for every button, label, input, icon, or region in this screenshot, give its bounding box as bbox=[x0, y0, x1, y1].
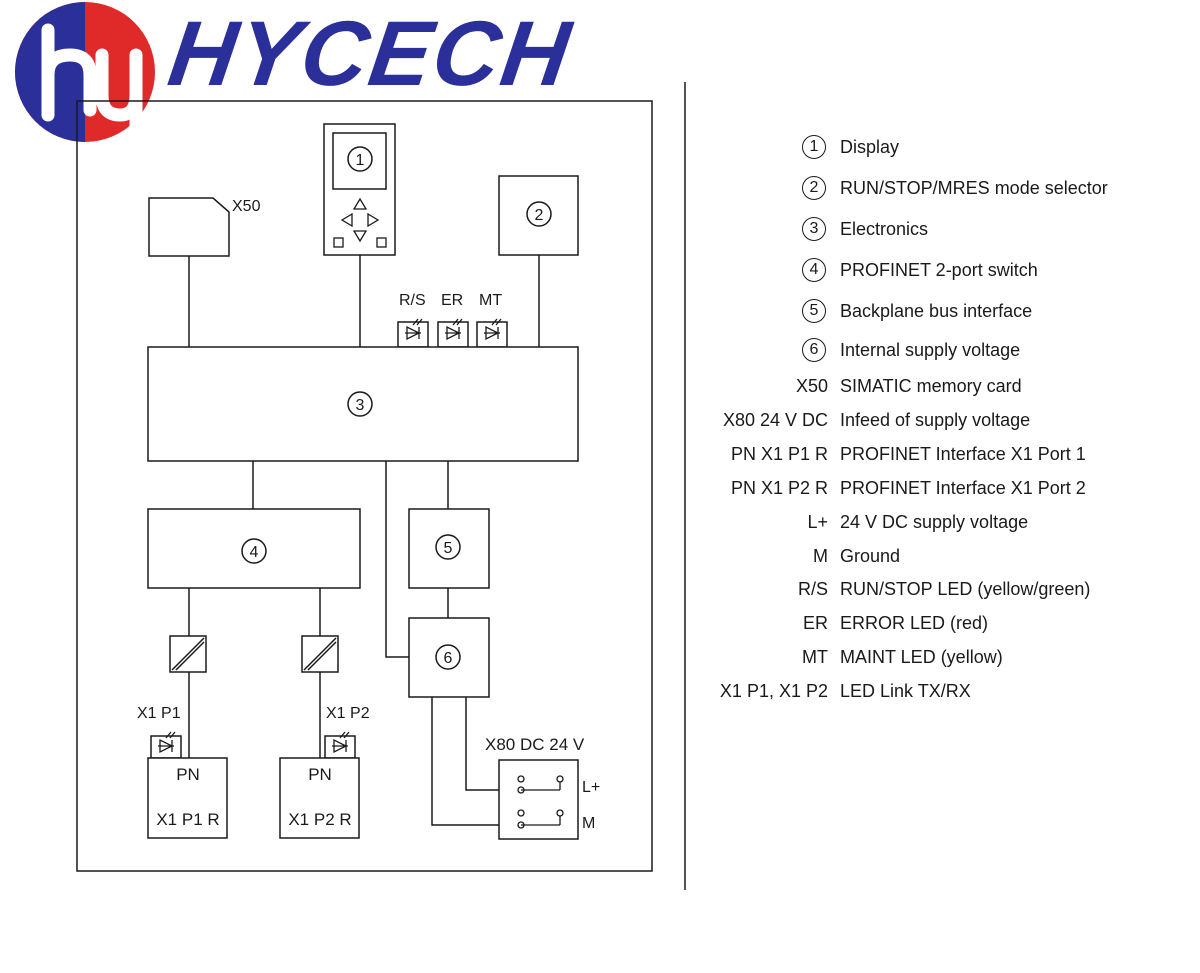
legend-row: 6 Internal supply voltage bbox=[700, 335, 1180, 365]
legend-row: PN X1 P1 R PROFINET Interface X1 Port 1 bbox=[700, 439, 1180, 469]
logo-mark bbox=[15, 2, 155, 149]
legend-row: 5 Backplane bus interface bbox=[700, 296, 1180, 326]
led-er-label: ER bbox=[441, 292, 463, 309]
legend-row: 1 Display bbox=[700, 132, 1180, 162]
legend-description: RUN/STOP/MRES mode selector bbox=[840, 178, 1108, 198]
sd-card-label: X50 bbox=[232, 198, 261, 215]
port2-name-label: X1 P2 R bbox=[288, 810, 351, 829]
num-label-1: 1 bbox=[356, 152, 365, 169]
legend-description: PROFINET Interface X1 Port 2 bbox=[840, 478, 1086, 498]
legend-number: 5 bbox=[802, 299, 826, 323]
led-mt-label: MT bbox=[479, 292, 502, 309]
led-x1p2 bbox=[324, 735, 356, 759]
legend-key: L+ bbox=[807, 512, 828, 532]
port2-pn-label: PN bbox=[308, 765, 332, 784]
brand-logo: HYCECH bbox=[0, 0, 600, 149]
num-label-6: 6 bbox=[444, 650, 453, 667]
legend-row: MT MAINT LED (yellow) bbox=[700, 642, 1180, 672]
num-circle-6 bbox=[435, 644, 461, 670]
display-screen bbox=[332, 132, 387, 190]
module-frame bbox=[76, 100, 653, 872]
led-mt bbox=[476, 321, 508, 348]
port1-block bbox=[147, 757, 228, 839]
legend-number: 3 bbox=[802, 217, 826, 241]
legend-row: X1 P1, X1 P2 LED Link TX/RX bbox=[700, 676, 1180, 706]
legend-description: Backplane bus interface bbox=[840, 301, 1033, 321]
legend-description: LED Link TX/RX bbox=[840, 681, 971, 701]
port1-pn-label: PN bbox=[176, 765, 200, 784]
legend-number: 2 bbox=[802, 176, 826, 200]
legend-row: ER ERROR LED (red) bbox=[700, 608, 1180, 638]
legend-number: 4 bbox=[802, 258, 826, 282]
num-circle-4 bbox=[241, 538, 267, 564]
num-circle-2 bbox=[526, 201, 552, 227]
legend-description: Electronics bbox=[840, 219, 929, 239]
sd-card-icon bbox=[148, 197, 230, 257]
ground-label: M bbox=[582, 815, 595, 832]
legend-key: MT bbox=[802, 647, 828, 667]
legend-description: Internal supply voltage bbox=[840, 340, 1021, 360]
num-label-3: 3 bbox=[356, 397, 365, 414]
legend-description: Display bbox=[840, 137, 900, 157]
legend-row: X50 SIMATIC memory card bbox=[700, 371, 1180, 401]
legend-description: 24 V DC supply voltage bbox=[840, 512, 1029, 532]
backplane-block bbox=[408, 508, 490, 589]
legend-row: 2 RUN/STOP/MRES mode selector bbox=[700, 173, 1180, 203]
power-label: X80 DC 24 V bbox=[485, 735, 585, 754]
led-rs-label: R/S bbox=[399, 292, 426, 309]
led-rs bbox=[397, 321, 429, 348]
led-er bbox=[437, 321, 469, 348]
legend-description: SIMATIC memory card bbox=[840, 376, 1022, 396]
power-connector bbox=[498, 759, 579, 840]
legend-description: ERROR LED (red) bbox=[840, 613, 989, 633]
legend-key: ER bbox=[802, 613, 828, 633]
legend-key: PN X1 P2 R bbox=[730, 478, 828, 498]
block-diagram: 1 2 3 4 5 6 X50 R/S ER MT X1 P1 X1 P2 X8… bbox=[76, 82, 686, 890]
num-circle-3 bbox=[347, 391, 373, 417]
legend-row: L+ 24 V DC supply voltage bbox=[700, 507, 1180, 537]
led-x1p1 bbox=[150, 735, 182, 759]
legend-row: M Ground bbox=[700, 541, 1180, 571]
legend-row: PN X1 P2 R PROFINET Interface X1 Port 2 bbox=[700, 473, 1180, 503]
legend-row: 4 PROFINET 2-port switch bbox=[700, 255, 1180, 285]
lplus-label: L+ bbox=[582, 779, 600, 796]
legend-key: X80 24 V DC bbox=[722, 410, 828, 430]
num-circle-5 bbox=[435, 534, 461, 560]
legend-key: X50 bbox=[795, 376, 828, 396]
num-label-5: 5 bbox=[444, 540, 453, 557]
legend-number: 6 bbox=[802, 338, 826, 362]
port1-name-label: X1 P1 R bbox=[156, 810, 219, 829]
port2-led-label: X1 P2 bbox=[326, 705, 370, 722]
port1-led-label: X1 P1 bbox=[137, 705, 181, 722]
legend-row: 3 Electronics bbox=[700, 214, 1180, 244]
legend-number: 1 bbox=[802, 135, 826, 159]
display-nav-icons bbox=[333, 197, 387, 248]
port2-block bbox=[279, 757, 360, 839]
legend-description: RUN/STOP LED (yellow/green) bbox=[840, 579, 1091, 599]
legend-description: Infeed of supply voltage bbox=[840, 410, 1031, 430]
num-circle-1 bbox=[347, 146, 373, 172]
legend-description: PROFINET Interface X1 Port 1 bbox=[840, 444, 1086, 464]
legend-key: R/S bbox=[797, 579, 828, 599]
legend-description: PROFINET 2-port switch bbox=[840, 260, 1038, 280]
led-diode-icons bbox=[158, 318, 502, 754]
terminal-icons bbox=[517, 775, 564, 829]
legend-key: M bbox=[813, 546, 828, 566]
legend-key: PN X1 P1 R bbox=[730, 444, 828, 464]
num-label-4: 4 bbox=[250, 544, 259, 561]
num-label-2: 2 bbox=[535, 207, 544, 224]
legend-key: X1 P1, X1 P2 bbox=[719, 681, 828, 701]
legend-description: MAINT LED (yellow) bbox=[840, 647, 1003, 667]
legend-description: Ground bbox=[840, 546, 901, 566]
legend-row: X80 24 V DC Infeed of supply voltage bbox=[700, 405, 1180, 435]
legend-row: R/S RUN/STOP LED (yellow/green) bbox=[700, 574, 1180, 604]
